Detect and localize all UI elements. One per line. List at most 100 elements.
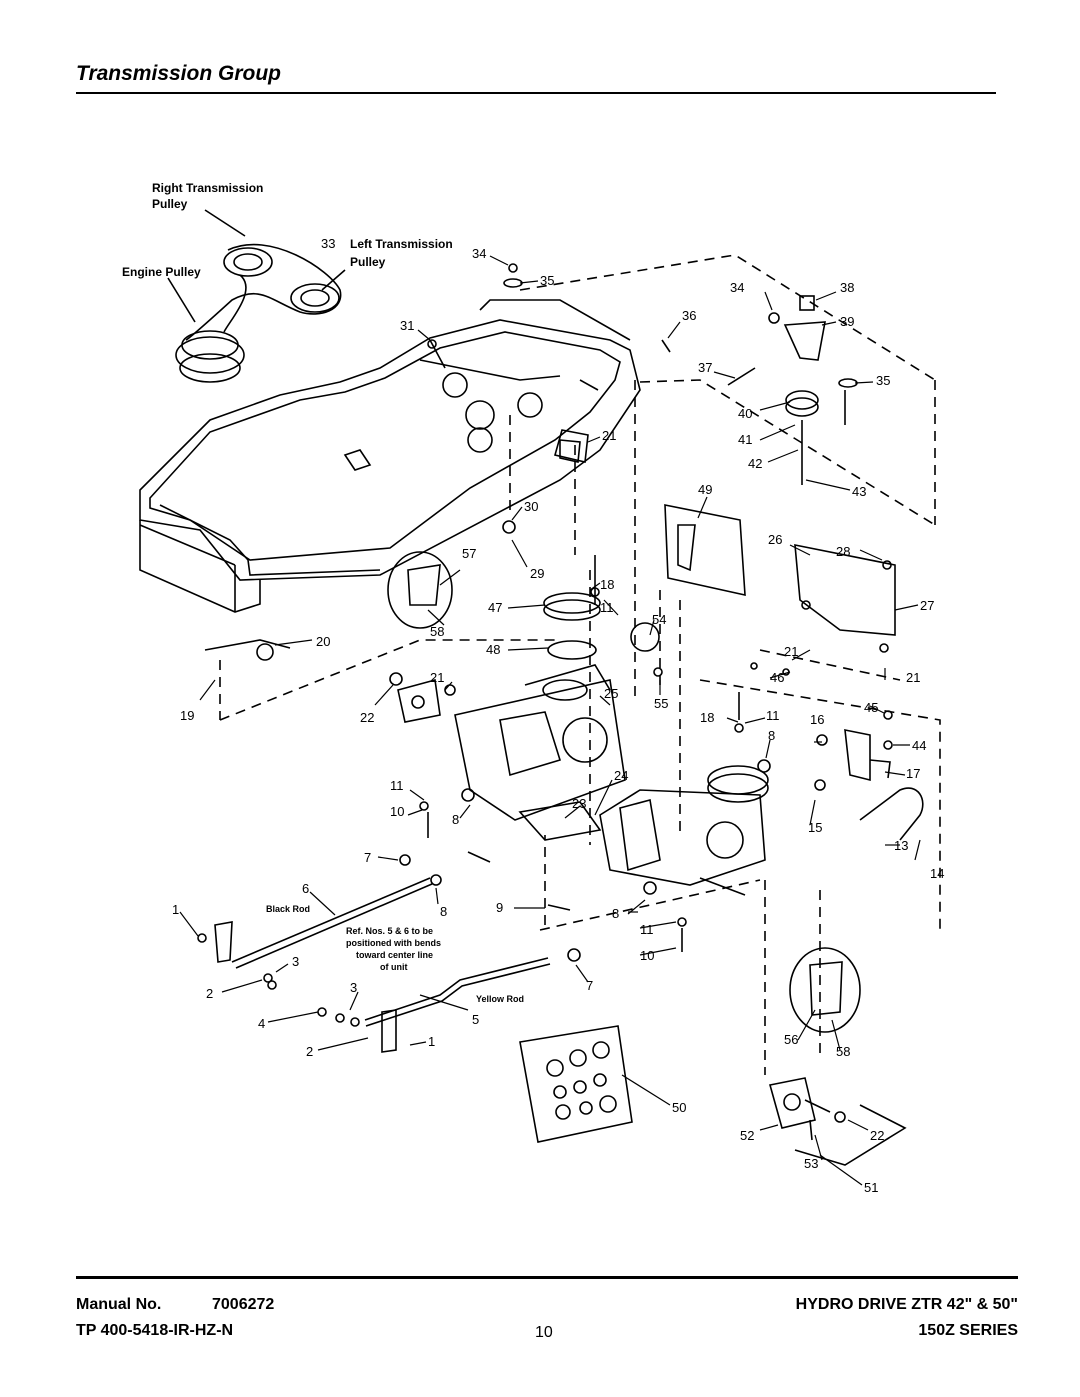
- assembly-boundary: [219, 254, 941, 1075]
- part-number-label: 40: [738, 406, 752, 421]
- part-number-label: 5: [472, 1012, 479, 1027]
- part-number-label: 21: [784, 644, 798, 659]
- part-number-label: 24: [614, 768, 628, 783]
- part-number-label: 14: [930, 866, 944, 881]
- part-number-label: 18: [700, 710, 714, 725]
- manual-label: Manual No.: [76, 1296, 162, 1313]
- yellow-rod-callout: Yellow Rod: [476, 994, 524, 1004]
- part-number-label: 44: [912, 738, 926, 753]
- part-number-label: 55: [654, 696, 668, 711]
- part-number-label: 45: [864, 700, 878, 715]
- part-number-label: 51: [864, 1180, 878, 1195]
- ref-note-line3: toward center line: [356, 950, 433, 960]
- part-number-label: 23: [572, 796, 586, 811]
- part-number-label: 22: [870, 1128, 884, 1143]
- part-number-label: 37: [698, 360, 712, 375]
- part-number-label: 50: [672, 1100, 686, 1115]
- part-number-label: 53: [804, 1156, 818, 1171]
- right-transmission-pulley-callout: Right Transmission: [152, 181, 263, 195]
- part-number-labels: 33 34 35 34 38 39 31 36 37 35 40 41 42 4…: [172, 236, 944, 1195]
- part-number-label: 56: [784, 1032, 798, 1047]
- right-transmission-pulley-callout-line2: Pulley: [152, 197, 188, 211]
- header-rule: [76, 92, 996, 94]
- part-number-label: 8: [440, 904, 447, 919]
- part-number-label: 8: [452, 812, 459, 827]
- part-number-label: 16: [810, 712, 824, 727]
- part-number-label: 1: [172, 902, 179, 917]
- part-number-label: 9: [496, 900, 503, 915]
- part-number-label: 3: [292, 954, 299, 969]
- part-number-label: 29: [530, 566, 544, 581]
- manual-number: 7006272: [212, 1296, 275, 1313]
- part-number-label: 8: [612, 906, 619, 921]
- part-number-label: 11: [600, 600, 614, 615]
- part-number-label: 47: [488, 600, 502, 615]
- part-number-label: 39: [840, 314, 854, 329]
- part-number-label: 58: [430, 624, 444, 639]
- part-number-label: 2: [306, 1044, 313, 1059]
- idler-pulley-assembly: [554, 295, 846, 485]
- left-transmission-pulley-callout-line2: Pulley: [350, 255, 386, 269]
- part-number-label: 11: [766, 708, 780, 723]
- part-number-label: 2: [206, 986, 213, 1001]
- product-line: HYDRO DRIVE ZTR 42" & 50": [795, 1296, 1018, 1313]
- part-number-label: 21: [602, 428, 616, 443]
- part-number-label: 13: [894, 838, 908, 853]
- part-number-label: 7: [586, 978, 593, 993]
- left-transmission-pulley-callout: Left Transmission: [350, 237, 453, 251]
- part-number-label: 48: [486, 642, 500, 657]
- hardware: [197, 263, 893, 1027]
- part-number-label: 43: [852, 484, 866, 499]
- part-number-label: 35: [876, 373, 890, 388]
- part-number-label: 8: [768, 728, 775, 743]
- series-label: 150Z SERIES: [918, 1322, 1018, 1339]
- mower-frame: [139, 299, 641, 613]
- tp-code: TP 400-5418-IR-HZ-N: [76, 1322, 234, 1339]
- page-title: Transmission Group: [76, 62, 281, 85]
- part-number-label: 42: [748, 456, 762, 471]
- part-number-label: 6: [302, 881, 309, 896]
- ref-note-line1: Ref. Nos. 5 & 6 to be: [346, 926, 433, 936]
- right-transmission: [599, 765, 769, 896]
- part-number-label: 54: [652, 612, 666, 627]
- part-number-label: 34: [730, 280, 744, 295]
- part-number-label: 31: [400, 318, 414, 333]
- part-number-label: 11: [390, 778, 404, 793]
- ref-note-line4: of unit: [380, 962, 408, 972]
- part-number-label: 1: [428, 1034, 435, 1049]
- part-number-label: 4: [258, 1016, 265, 1031]
- part-number-label: 35: [540, 273, 554, 288]
- control-rods: [204, 639, 551, 1053]
- part-number-label: 15: [808, 820, 822, 835]
- axle-hub: [768, 1077, 907, 1166]
- engine-pulley-callout: Engine Pulley: [122, 265, 201, 279]
- part-number-label: 22: [360, 710, 374, 725]
- part-number-label: 41: [738, 432, 752, 447]
- part-number-label: 19: [180, 708, 194, 723]
- leader-lines: [179, 255, 921, 1186]
- part-number-label: 58: [836, 1044, 850, 1059]
- part-number-label: 57: [462, 546, 476, 561]
- part-number-label: 26: [768, 532, 782, 547]
- part-number-label: 10: [640, 948, 654, 963]
- ref-note-line2: positioned with bends: [346, 938, 441, 948]
- part-number-label: 21: [430, 670, 444, 685]
- part-number-label: 7: [364, 850, 371, 865]
- part-number-label: 17: [906, 766, 920, 781]
- part-number-label: 49: [698, 482, 712, 497]
- part-number-label: 20: [316, 634, 330, 649]
- part-number-label: 46: [770, 670, 784, 685]
- part-number-label: 33: [321, 236, 335, 251]
- part-number-label: 38: [840, 280, 854, 295]
- part-number-label: 3: [350, 980, 357, 995]
- part-number-label: 11: [640, 922, 654, 937]
- part-number-label: 36: [682, 308, 696, 323]
- footer-rule: [76, 1276, 1018, 1279]
- part-number-label: 10: [390, 804, 404, 819]
- lever-detail-insets: [387, 551, 861, 1033]
- black-rod-callout: Black Rod: [266, 904, 310, 914]
- part-number-label: 28: [836, 544, 850, 559]
- page-number: 10: [535, 1324, 553, 1341]
- part-number-label: 21: [906, 670, 920, 685]
